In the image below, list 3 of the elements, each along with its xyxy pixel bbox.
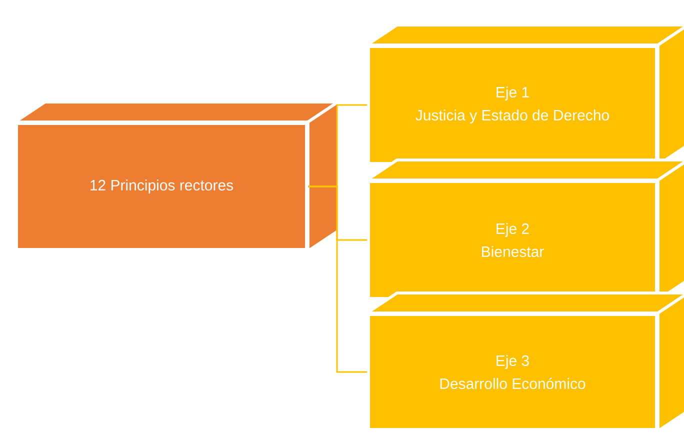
cube-box: Eje 3 Desarrollo Económico: [366, 292, 684, 432]
cube-box: 12 Principios rectores: [14, 100, 340, 252]
connector-line: [308, 186, 367, 373]
